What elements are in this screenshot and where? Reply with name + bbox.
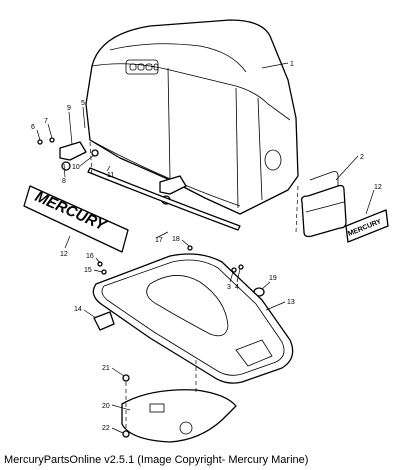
copyright-caption: MercuryPartsOnline v2.5.1 (Image Copyrig… (4, 454, 309, 466)
callout-9: 9 (67, 105, 71, 112)
callout-8: 8 (62, 178, 66, 185)
fastener-4 (238, 264, 244, 270)
callout-4: 4 (235, 284, 239, 291)
callout-13: 13 (287, 299, 295, 306)
decal-large: MERCURY (23, 185, 129, 253)
callout-6: 6 (31, 124, 35, 131)
callout-3: 3 (227, 284, 231, 291)
callout-16: 16 (86, 253, 94, 260)
fastener-3 (231, 267, 237, 273)
fastener-21 (122, 374, 130, 382)
callout-18: 18 (172, 236, 180, 243)
top-cowl (85, 19, 299, 215)
callout-19: 19 (269, 275, 277, 282)
bracket-14 (93, 311, 115, 331)
bottom-pan (92, 253, 294, 384)
exploded-parts-diagram: MERCURY MERCURY (23, 19, 389, 443)
callout-1: 1 (290, 61, 294, 68)
fastener-16 (97, 261, 103, 267)
callout-10: 10 (72, 164, 80, 171)
callout-5: 5 (81, 100, 85, 107)
pad (300, 184, 347, 238)
callout-11: 11 (107, 172, 114, 179)
callout-14: 14 (74, 306, 82, 313)
callout-7: 7 (44, 118, 48, 125)
latch-assembly (59, 141, 187, 205)
fastener-22 (122, 430, 130, 438)
gasket-plate (121, 389, 237, 443)
fastener-15 (101, 269, 107, 275)
callout-12-left: 12 (60, 251, 68, 258)
fastener-6 (37, 139, 43, 145)
callout-22: 22 (102, 425, 110, 432)
callout-labels: 1 2 3 4 5 6 7 8 9 10 11 12 12 13 14 15 1… (31, 61, 382, 432)
fastener-7 (49, 137, 55, 143)
callout-20: 20 (102, 403, 110, 410)
callout-12-right: 12 (374, 184, 382, 191)
callout-17: 17 (155, 237, 163, 244)
seal (87, 167, 241, 231)
fastener-18 (187, 245, 193, 251)
callout-2: 2 (360, 154, 364, 161)
decal-small: MERCURY (345, 209, 389, 243)
leader-lines (36, 62, 375, 434)
callout-21: 21 (102, 365, 110, 372)
callout-15: 15 (84, 267, 92, 274)
